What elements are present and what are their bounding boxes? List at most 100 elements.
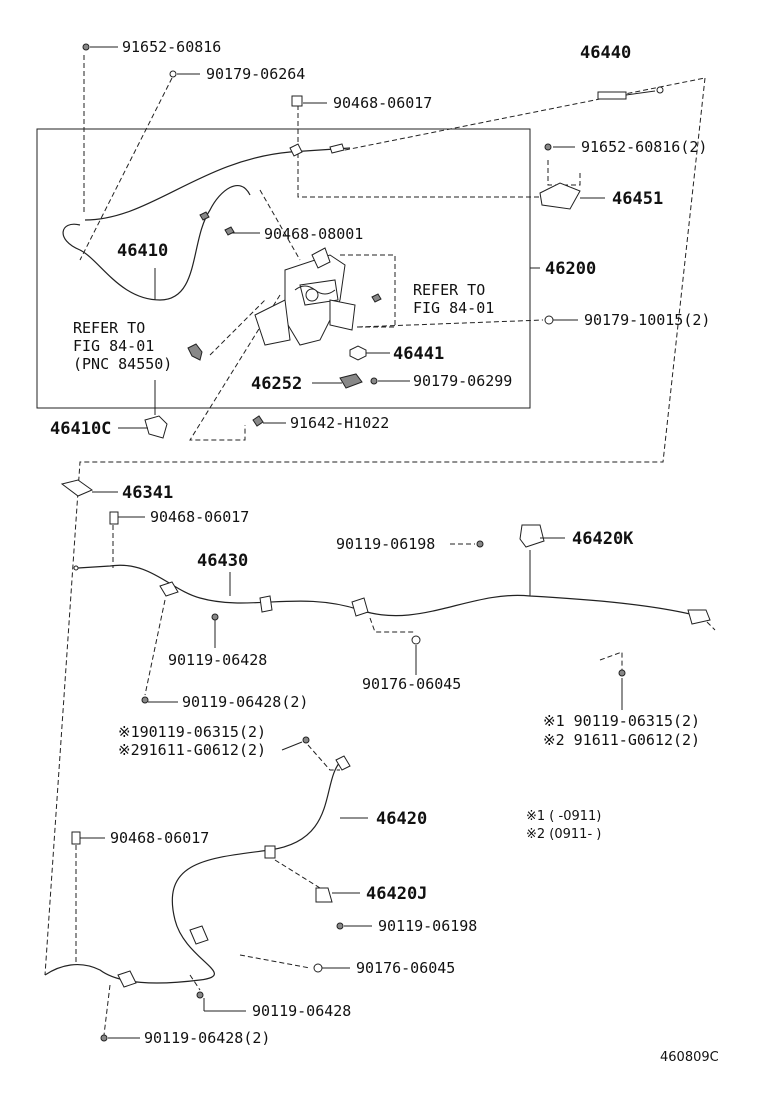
note-1: ※1 ( -0911) [526, 809, 601, 824]
bolt-icon [618, 669, 626, 677]
bolt-icon [196, 991, 204, 999]
bolt-icon [82, 43, 90, 51]
bolt-icon [141, 696, 149, 704]
leader-line [239, 954, 311, 969]
bolt-icon [302, 736, 310, 744]
cable-46430-end [687, 609, 711, 625]
leader-line [307, 744, 340, 771]
label-90468-06017: 90468-06017 [333, 94, 432, 112]
leader-line [79, 77, 173, 261]
leader-line [103, 984, 111, 1036]
clip-icon [71, 831, 81, 845]
cable-46420-end [335, 755, 351, 771]
bracket-46420J-icon [315, 887, 333, 903]
label-m1-left: ※190119-06315(2) [118, 723, 266, 741]
label-46252: 46252 [251, 374, 302, 394]
label-90179-06264: 90179-06264 [206, 65, 305, 83]
bracket-46451-icon [539, 182, 581, 210]
clip-icon [189, 925, 209, 945]
label-90468-06017-b: 90468-06017 [150, 508, 249, 526]
label-refer-to-1: REFER TO [413, 281, 485, 299]
label-91652-60816: 91652-60816 [122, 38, 221, 56]
leader-line [189, 974, 201, 991]
clip-icon [224, 226, 235, 236]
cable-46420 [44, 759, 343, 984]
cable-main-upper [84, 147, 351, 221]
parking-brake-pedal-assembly [254, 247, 356, 346]
part-46252-icon [339, 373, 363, 389]
label-m2-right: ※2 91611-G0612(2) [543, 731, 700, 749]
leader-line [706, 621, 716, 631]
leader-line [547, 160, 581, 186]
label-90468-08001: 90468-08001 [264, 225, 363, 243]
leader-line [209, 299, 266, 356]
leader-line [44, 77, 706, 976]
label-90119-06428-b: 90119-06428 [252, 1002, 351, 1020]
cable-46410 [62, 184, 251, 301]
label-refer-fig-2: FIG 84-01 [73, 337, 154, 355]
clip-46410C-icon [144, 415, 168, 439]
note-2: ※2 (0911- ) [526, 827, 601, 842]
label-46341: 46341 [122, 483, 173, 503]
label-46410C: 46410C [50, 419, 111, 439]
label-90176-06045-b: 90176-06045 [356, 959, 455, 977]
clip-icon [199, 211, 210, 221]
label-46420J: 46420J [366, 884, 427, 904]
bolt-icon [336, 922, 344, 930]
label-46420: 46420 [376, 809, 427, 829]
label-90179-10015-2: 90179-10015(2) [584, 311, 710, 329]
bolt-icon [211, 613, 219, 621]
bolt-icon [100, 1034, 108, 1042]
leader-line [274, 859, 321, 889]
cable-46440-rod [625, 90, 656, 96]
bracket-46420K-icon [519, 524, 545, 548]
leader-line [189, 294, 281, 441]
label-refer-pnc: (PNC 84550) [73, 355, 172, 373]
clip-icon [159, 581, 179, 597]
leader-line [340, 254, 396, 328]
leader-line [344, 77, 706, 151]
leader-line [297, 105, 545, 198]
bolt-icon [252, 415, 264, 427]
label-90119-06428-2: 90119-06428(2) [182, 693, 308, 711]
label-90179-06299: 90179-06299 [413, 372, 512, 390]
label-46410: 46410 [117, 241, 168, 261]
clip-icon [187, 343, 203, 361]
nut-icon [313, 963, 323, 973]
leader-line [369, 617, 416, 633]
bolt-icon [476, 540, 484, 548]
label-90119-06198: 90119-06198 [336, 535, 435, 553]
label-46441: 46441 [393, 344, 444, 364]
label-46420K: 46420K [572, 529, 634, 549]
label-46440: 46440 [580, 43, 631, 63]
label-46451: 46451 [612, 189, 663, 209]
label-46430: 46430 [197, 551, 248, 571]
nut-icon [411, 635, 421, 645]
label-90176-06045: 90176-06045 [362, 675, 461, 693]
bolt-icon [371, 293, 382, 303]
label-91652-60816-2: 91652-60816(2) [581, 138, 707, 156]
label-90119-06198-b: 90119-06198 [378, 917, 477, 935]
clip-icon [169, 70, 177, 78]
clip-icon [544, 315, 554, 325]
cable-junction [289, 143, 303, 157]
clip-icon [259, 595, 273, 613]
label-90119-06428: 90119-06428 [168, 651, 267, 669]
clip-icon [117, 970, 137, 988]
label-refer-fig-1: FIG 84-01 [413, 299, 494, 317]
bracket-46341-icon [60, 479, 94, 497]
nut-icon [349, 345, 367, 361]
label-46200: 46200 [545, 259, 596, 279]
leader-line [259, 189, 301, 261]
leader-line [599, 651, 623, 670]
leader-line [281, 741, 303, 751]
label-m1-right: ※1 90119-06315(2) [543, 712, 700, 730]
clip-icon [351, 597, 369, 617]
figure-code: 460809C [660, 1050, 719, 1065]
bolt-icon [544, 143, 552, 151]
clip-icon [264, 845, 276, 859]
label-91642-H1022: 91642-H1022 [290, 414, 389, 432]
leader-line [357, 319, 544, 328]
